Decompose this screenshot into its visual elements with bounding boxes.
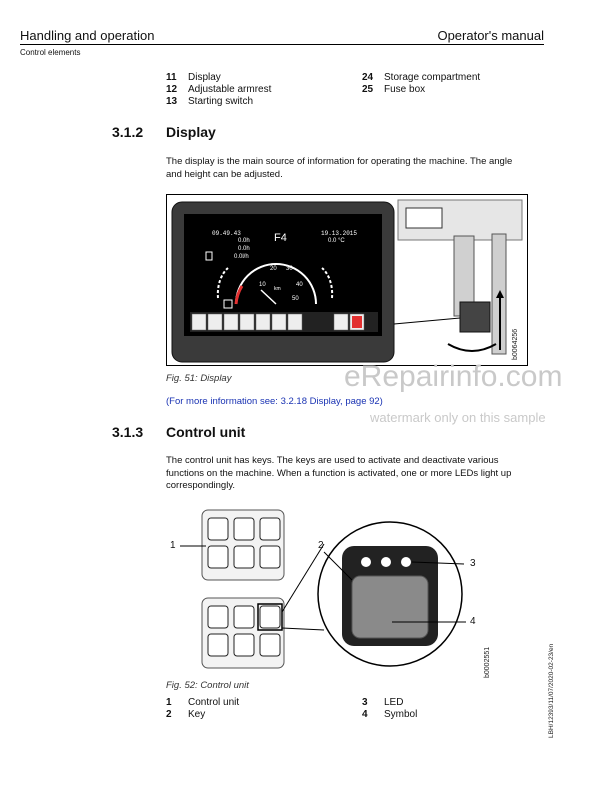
screen-value-2: 0.0h	[238, 246, 250, 252]
section-text-display: The display is the main source of inform…	[166, 156, 513, 180]
watermark-title: eRepairinfo.com	[344, 360, 563, 393]
gauge-tick: 50	[292, 296, 299, 302]
watermark-subtitle: watermark only on this sample	[370, 410, 546, 425]
figure-display: 09.49.43 19.13.2015 F4 0.0 °C 0.0h 0.0h …	[166, 194, 528, 366]
side-document-code: LBH/12393/11/07/2020-02-23/en	[548, 643, 555, 738]
figure-control-unit: 1 2 3 4	[166, 504, 496, 676]
screen-temp: 0.0 °C	[328, 238, 345, 244]
display-info-link[interactable]: (For more information see: 3.2.18 Displa…	[166, 396, 383, 407]
screen-gear: F4	[274, 232, 287, 244]
control-unit-illustration	[180, 509, 466, 669]
section-text-control: The control unit has keys. The keys are …	[166, 455, 512, 491]
header-sub: Control elements	[20, 48, 81, 57]
figure-caption-control: Fig. 52: Control unit	[166, 680, 249, 691]
gauge-tick: 30	[286, 266, 293, 272]
header-rule	[20, 44, 544, 45]
section-number-display: 3.1.2	[112, 124, 144, 140]
screen-time: 09.49.43	[212, 230, 241, 237]
callout-2: 2	[318, 540, 324, 551]
callout-4: 4	[470, 616, 476, 627]
section-title-display: Display	[166, 124, 216, 140]
gauge-tick: 40	[296, 282, 303, 288]
header-right: Operator's manual	[437, 28, 544, 43]
display-illustration	[166, 194, 528, 366]
callout-1: 1	[170, 540, 176, 551]
section-number-control: 3.1.3	[112, 424, 144, 440]
figure-id: b0064256	[512, 328, 519, 360]
screen-date: 19.13.2015	[321, 230, 358, 237]
screen-value-3: 0.0l/h	[234, 254, 249, 260]
gauge-tick: 20	[270, 266, 277, 272]
figure-id-control: b0002551	[484, 646, 491, 678]
gauge-tick: 10	[259, 282, 266, 288]
gauge-unit: km	[274, 286, 281, 292]
section-title-control: Control unit	[166, 424, 246, 440]
screen-value-1: 0.0h	[238, 238, 250, 244]
callout-3: 3	[470, 558, 476, 569]
figure-caption-display: Fig. 51: Display	[166, 373, 232, 384]
header-left: Handling and operation	[20, 28, 155, 43]
